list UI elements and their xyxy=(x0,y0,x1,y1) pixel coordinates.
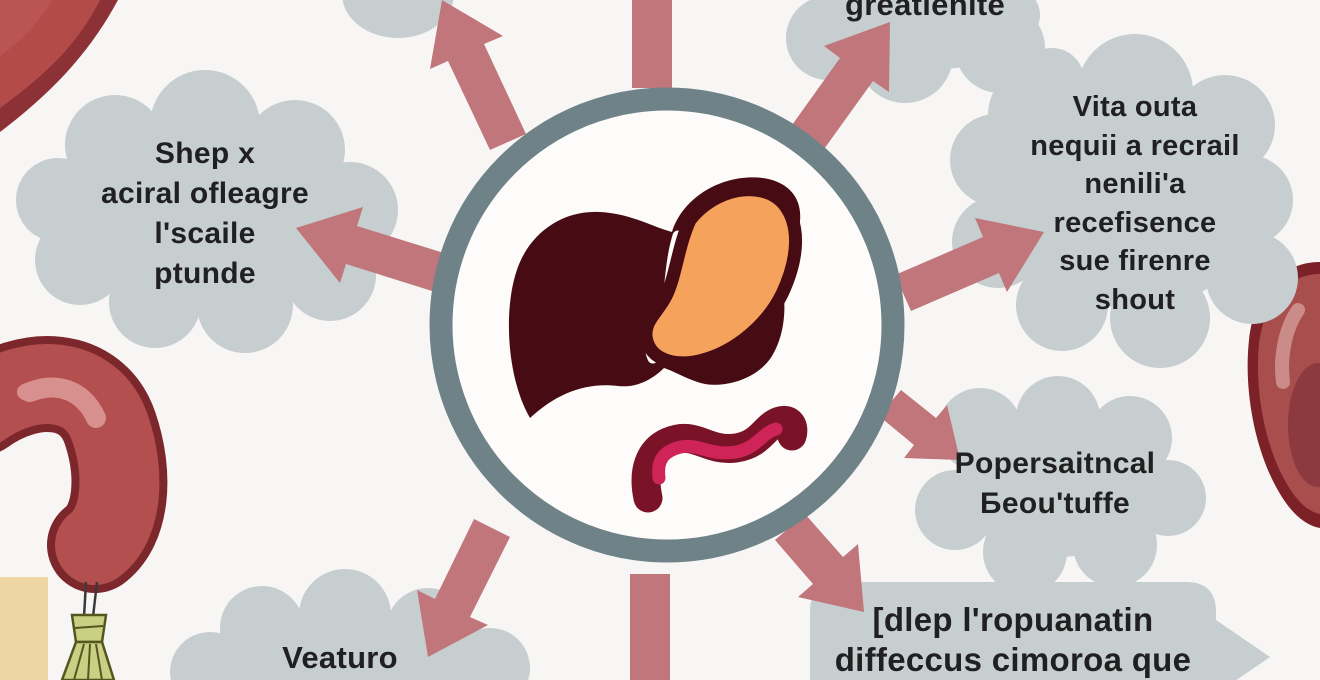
cloud-top-left-fragment xyxy=(342,0,454,38)
cloud-text-line: Ƃeou'tuffe xyxy=(979,487,1130,520)
arrow-down-right-small xyxy=(879,390,960,460)
cloud-top-text: greatienite xyxy=(790,0,1060,24)
cloud-text-line: aciral ofleagre xyxy=(101,177,309,210)
cloud-text-line: Vita outa xyxy=(1072,91,1198,123)
cloud-text-line: sue firenre xyxy=(1059,245,1211,277)
stomach-shape xyxy=(639,183,803,370)
cloud-text-line: diffeccus cimoroa que xyxy=(834,641,1192,678)
right-kidney-organ xyxy=(1247,262,1320,528)
cloud-lower-right-text: Popersaitncal Ƃeou'tuffe xyxy=(905,444,1205,524)
cloud-text-line: recefisence xyxy=(1053,206,1217,239)
arrow-up-left xyxy=(430,0,526,150)
cloud-text-line: nenili'a xyxy=(1084,168,1186,200)
bottom-left-colon-organ xyxy=(0,336,168,680)
cloud-text-line: Shep x xyxy=(154,137,256,170)
arrow-right xyxy=(895,218,1044,311)
arrow-down-left xyxy=(417,519,510,657)
arrow-down-right-bubble xyxy=(775,514,864,612)
arrow-down-shaft xyxy=(630,574,670,680)
speech-bubble xyxy=(810,582,1270,680)
tassel xyxy=(60,581,116,680)
cloud-left-text: Shep x aciral ofleagre l'scaile ptunde xyxy=(55,134,355,294)
cloud-right-text: Vita outa nequii a recrail nenili'a rece… xyxy=(985,88,1285,319)
top-left-organ-illustration xyxy=(0,0,118,132)
arrow-left xyxy=(296,207,444,291)
cloud-bottom-left-text: Veaturo xyxy=(200,638,480,678)
cloud-text-line: Popersaitncal xyxy=(954,447,1156,480)
cloud-text-line: Veaturo xyxy=(282,640,398,675)
speech-bubble-text: [dlep l'ropuanatin diffeccus cimoroa que xyxy=(820,600,1206,680)
cloud-text-line: greatienite xyxy=(844,0,1006,22)
beige-panel xyxy=(0,577,48,680)
cloud-text-line: nequii a recrail xyxy=(1030,129,1240,162)
arrow-up-shaft xyxy=(632,0,672,88)
cloud-text-line: l'scaile xyxy=(154,217,256,250)
cloud-text-line: [dlep l'ropuanatin xyxy=(872,601,1154,638)
cloud-text-line: ptunde xyxy=(154,257,256,290)
cloud-text-line: shout xyxy=(1094,283,1176,316)
cloud-lower-right xyxy=(915,376,1206,594)
intestine-shape xyxy=(631,405,808,513)
digestive-organs-icon xyxy=(508,177,808,513)
cloud-right xyxy=(950,34,1298,368)
